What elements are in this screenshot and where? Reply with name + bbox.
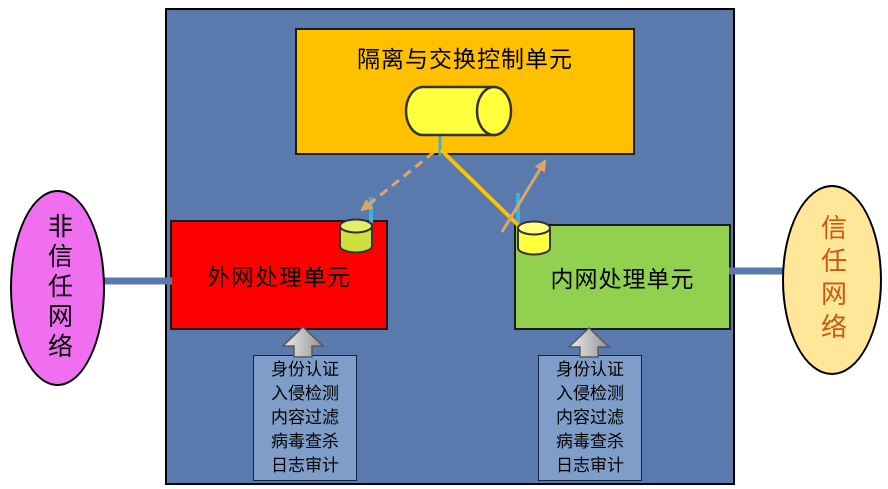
internal-functions-box: 身份认证 入侵检测 内容过滤 病毒查杀 日志审计 xyxy=(538,355,642,481)
control-unit-box: 隔离与交换控制单元 xyxy=(295,28,635,155)
untrusted-network-ellipse: 非信任网络 xyxy=(10,190,105,386)
function-item: 内容过滤 xyxy=(271,408,339,427)
trusted-network-ellipse: 信任网络 xyxy=(782,185,882,375)
function-item: 病毒查杀 xyxy=(556,432,624,451)
untrusted-network-label: 非信任网络 xyxy=(44,213,72,363)
function-item: 入侵检测 xyxy=(556,384,624,403)
function-item: 日志审计 xyxy=(271,456,339,475)
function-item: 日志审计 xyxy=(556,456,624,475)
external-functions-box: 身份认证 入侵检测 内容过滤 病毒查杀 日志审计 xyxy=(253,355,357,481)
function-item: 身份认证 xyxy=(271,360,339,379)
function-item: 内容过滤 xyxy=(556,408,624,427)
control-unit-label: 隔离与交换控制单元 xyxy=(357,47,573,72)
external-unit-box: 外网处理单元 xyxy=(170,220,388,330)
function-item: 入侵检测 xyxy=(271,384,339,403)
trusted-network-label: 信任网络 xyxy=(817,214,847,346)
internal-unit-box: 内网处理单元 xyxy=(514,224,731,330)
external-unit-label: 外网处理单元 xyxy=(207,265,351,290)
function-item: 病毒查杀 xyxy=(271,432,339,451)
internal-unit-label: 内网处理单元 xyxy=(550,267,695,292)
function-item: 身份认证 xyxy=(556,360,624,379)
